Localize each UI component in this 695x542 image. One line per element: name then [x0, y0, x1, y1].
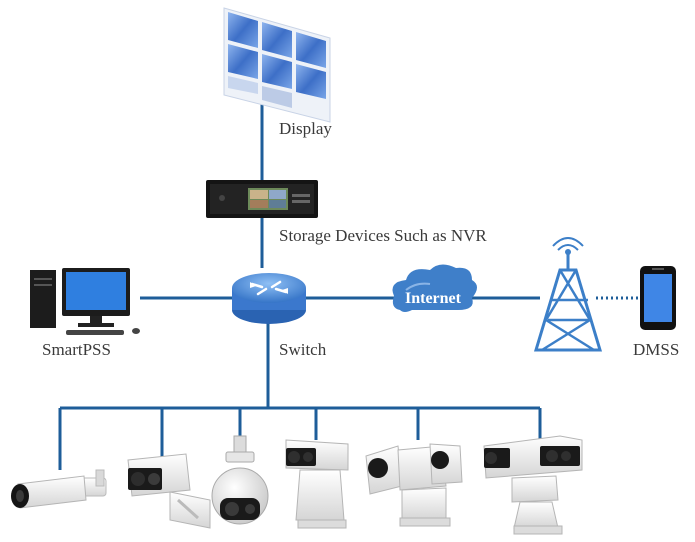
ptz-camera-icon: [285, 439, 349, 529]
switch-label: Switch: [279, 340, 327, 359]
dome-camera-icon: [211, 435, 269, 525]
phone-icon: [640, 266, 676, 330]
display-label: Display: [279, 119, 332, 138]
storage-label: Storage Devices Such as NVR: [279, 226, 487, 245]
dmss-label: DMSS: [633, 340, 680, 359]
bullet-camera-icon: [11, 469, 107, 509]
connection-lines: [58, 100, 640, 470]
dual-ptz-camera-icon: [365, 443, 463, 527]
router-icon: [232, 273, 306, 324]
nvr-icon: [206, 180, 318, 218]
cloud-icon: [392, 264, 477, 312]
long-range-ptz-camera-icon: [483, 435, 583, 535]
thermal-box-camera-icon: [127, 453, 211, 529]
internet-label: Internet: [405, 290, 462, 307]
video-wall-icon: [223, 7, 331, 123]
tower-icon: [533, 237, 603, 352]
pc-icon: [30, 268, 140, 335]
smartpss-label: SmartPSS: [42, 340, 111, 359]
